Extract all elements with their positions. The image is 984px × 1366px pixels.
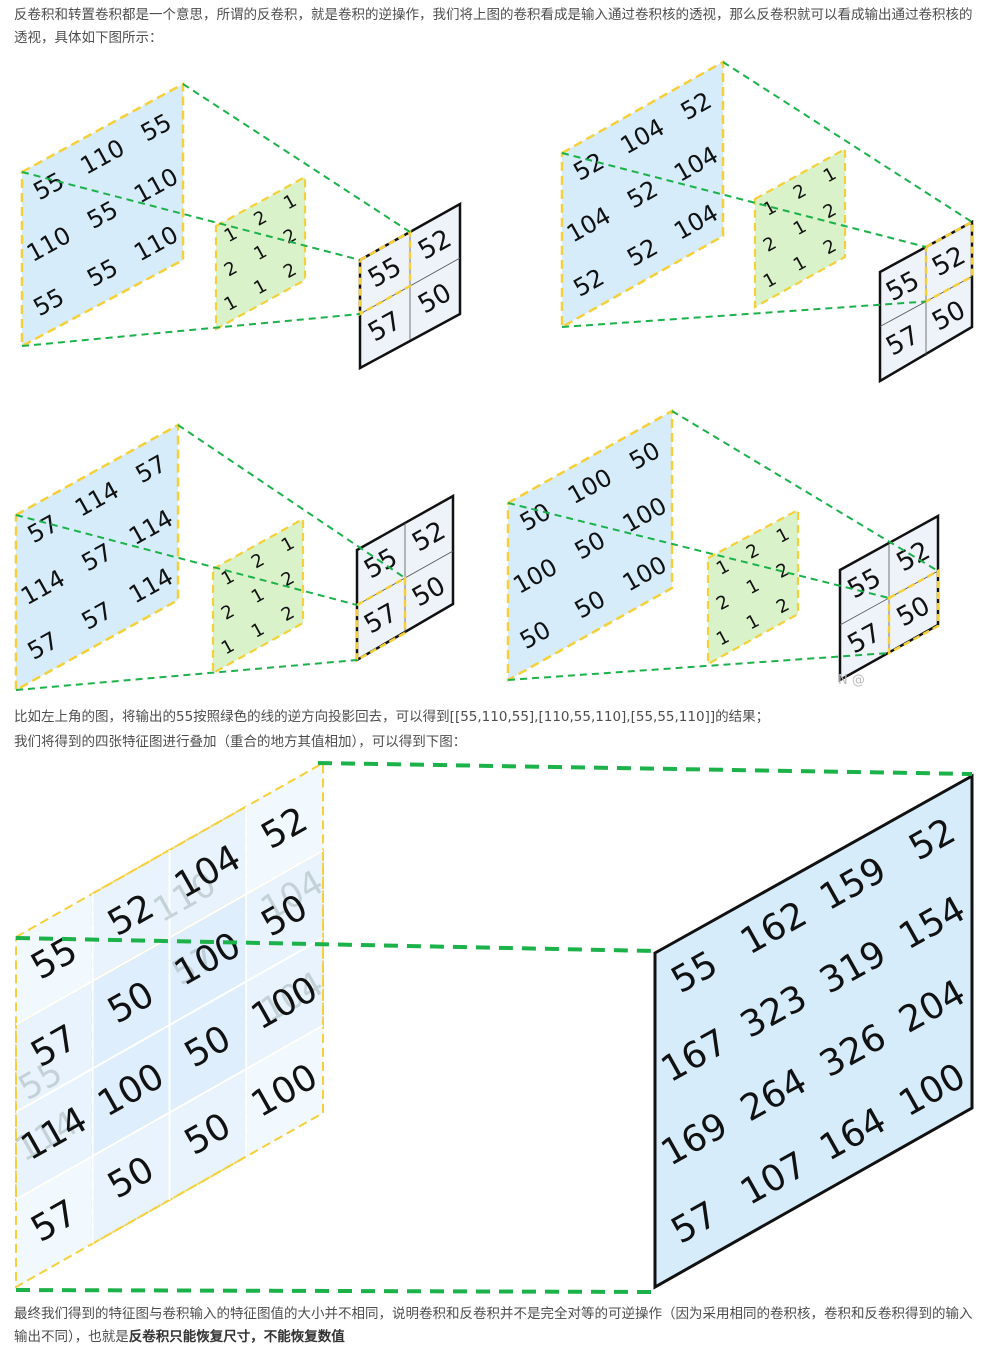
highlighted-output-cell [355, 575, 407, 663]
conclusion-bold: 反卷积只能恢复尺寸，不能恢复数值 [128, 1329, 345, 1345]
projection-line-bottom [507, 652, 890, 681]
result-feature-map: 5516215952167323319154169264326204571071… [653, 773, 974, 1290]
projection-line-middle [21, 171, 361, 261]
projection-line-top [722, 61, 973, 223]
projection-line-middle [15, 514, 358, 606]
conclusion-paragraph: 最终我们得到的特征图与卷积输入的特征图值的大小并不相同，说明卷积和反卷积并不是完… [14, 1303, 974, 1349]
input-map-frame [14, 422, 180, 693]
overlay-grid [15, 806, 324, 1244]
kernel-frame [211, 517, 305, 675]
overlay-projection-lines [15, 761, 973, 1294]
projection-line-top [671, 410, 939, 572]
highlighted-output-cell [887, 568, 940, 656]
input-map-frame [506, 408, 674, 683]
input-map-frame [20, 81, 185, 349]
result-frame [653, 773, 974, 1290]
watermark-text: N @ [838, 673, 865, 688]
kernel-frame [706, 508, 800, 666]
caption-line-2: 我们将得到的四张特征图进行叠加（重合的地方其值相加），可以得到下图： [14, 734, 467, 750]
intro-paragraph: 反卷积和转置卷积都是一个意思，所谓的反卷积，就是卷积的逆操作，我们将上图的卷积看… [14, 7, 973, 46]
projection-lines [561, 61, 973, 328]
highlighted-output-cell [924, 219, 974, 304]
conclusion-text: 最终我们得到的特征图与卷积输入的特征图值的大小并不相同，说明卷积和反卷积并不是完… [14, 1306, 973, 1345]
caption-line-1: 比如左上角的图，将输出的55按照绿色的线的逆方向投影回去，可以得到[[55,11… [14, 709, 770, 725]
highlighted-output-cell [358, 229, 412, 317]
projection-line-bottom [21, 313, 361, 347]
projection-line-middle [507, 502, 890, 599]
big-line-middle [15, 936, 656, 953]
kernel-frame [214, 175, 307, 331]
projection-line-top [177, 424, 406, 579]
big-line-top [317, 761, 973, 776]
projection-line-bottom [15, 659, 358, 691]
projection-line-bottom [561, 300, 927, 328]
projection-lines [15, 424, 406, 691]
input-map-frame [560, 59, 725, 330]
projection-lines [21, 83, 411, 347]
projection-line-middle [561, 152, 927, 248]
projection-line-top [182, 83, 411, 233]
projection-lines [507, 410, 939, 681]
kernel-frame [753, 147, 847, 309]
big-line-bottom [15, 1288, 656, 1294]
